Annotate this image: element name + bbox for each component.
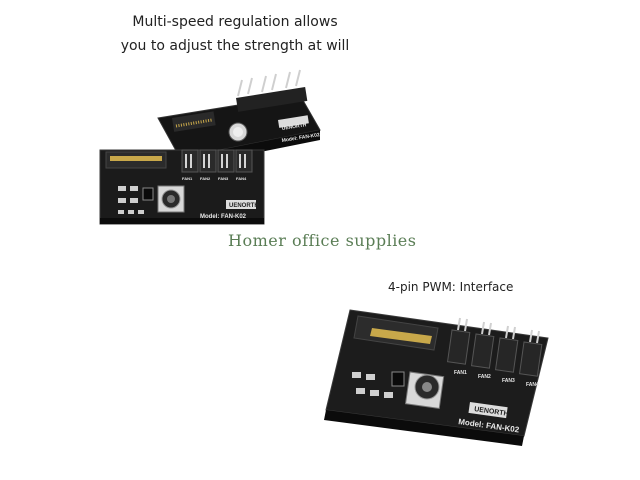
watermark-text: Homer office supplies — [228, 231, 417, 250]
front-model-label: Model: FAN-K02 — [200, 214, 247, 220]
back-brand-label: UENORTH — [281, 122, 307, 132]
front-fan3-label: FAN3 — [218, 176, 229, 181]
large-fan3-label: FAN3 — [502, 378, 515, 384]
front-brand-label: UENORTH — [229, 203, 259, 209]
top-caption: Multi-speed regulation allows you to adj… — [100, 10, 370, 58]
large-fan4-label: FAN4 — [526, 382, 539, 388]
front-fan2-label: FAN2 — [200, 176, 211, 181]
large-brand-label: UENORTH — [474, 406, 509, 418]
back-model-label: Model: FAN-K02 — [281, 132, 320, 144]
large-fan2-label: FAN2 — [478, 374, 491, 380]
top-caption-line-2: you to adjust the strength at will — [120, 38, 350, 54]
large-fan1-label: FAN1 — [454, 370, 467, 376]
fan-hub-board-large: FAN1 FAN2 FAN3 FAN4 UENORTH Model: FAN-K… — [324, 309, 549, 446]
bottom-caption: 4-pin PWM: Interface — [388, 280, 514, 294]
front-fan1-label: FAN1 — [182, 176, 193, 181]
fan-hub-board-front: UENORTH Model: FAN-K02 FAN1 FAN2 FAN3 FA… — [99, 149, 265, 225]
front-fan4-label: FAN4 — [236, 176, 247, 181]
top-caption-line-1: Multi-speed regulation allows — [132, 14, 338, 30]
fan-hub-board-back: UENORTH Model: FAN-K02 — [157, 69, 321, 168]
